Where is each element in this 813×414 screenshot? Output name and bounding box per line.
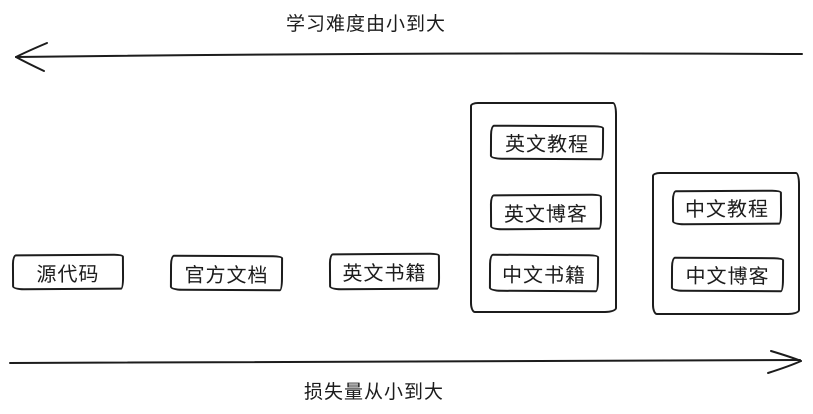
group-box-chinese: 中文教程 中文博客 [652,172,800,315]
node-chinese-tutorials: 中文教程 [671,189,783,226]
top-arrow-head-upper [15,42,48,58]
node-english-tutorials: 英文教程 [489,124,605,161]
node-chinese-blogs: 中文博客 [670,256,785,293]
group-box-english-mixed: 英文教程 英文博客 中文书籍 [470,102,617,313]
node-official-docs: 官方文档 [169,254,284,292]
node-chinese-books: 中文书籍 [488,253,600,293]
bottom-axis-arrow-right [9,350,802,374]
bottom-arrow-head-lower [767,360,802,374]
top-axis-label: 学习难度由小到大 [285,13,447,35]
top-axis-arrow-left [15,42,803,72]
top-arrow-line [15,52,803,58]
node-english-books: 英文书籍 [328,252,441,291]
node-english-blogs: 英文博客 [489,193,603,231]
bottom-arrow-head-upper [770,350,802,362]
bottom-axis-label: 损失量从小到大 [303,381,445,403]
top-arrow-head-lower [15,56,45,72]
bottom-arrow-line [9,359,801,364]
node-source-code: 源代码 [11,253,125,291]
